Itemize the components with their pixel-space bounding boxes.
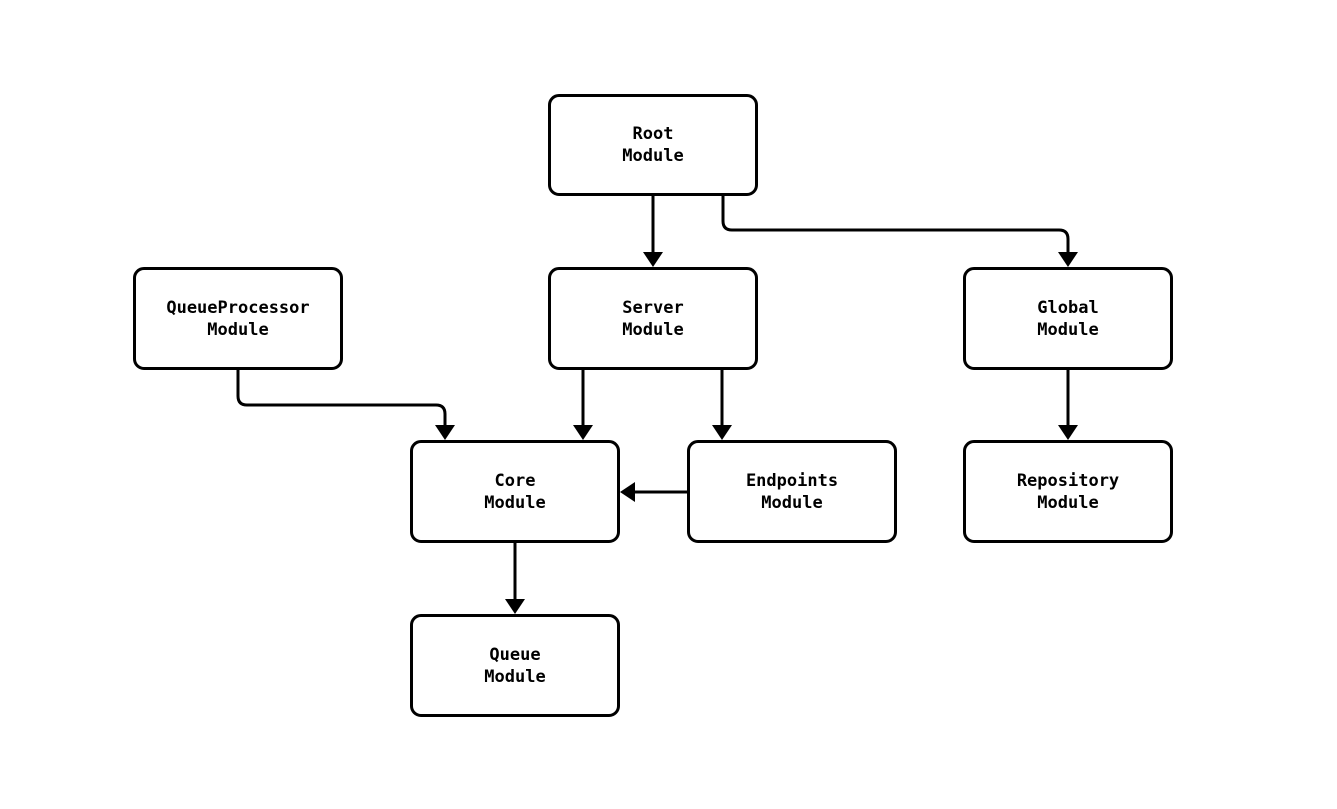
edge-root-to-global xyxy=(721,196,1078,267)
edge-endpoints-to-core xyxy=(620,482,687,502)
node-label-secondary: Module xyxy=(484,666,546,687)
node-label-secondary: Module xyxy=(484,492,546,513)
node-label-secondary: Module xyxy=(207,319,269,340)
node-label-secondary: Module xyxy=(1037,319,1099,340)
node-label-primary: Server xyxy=(622,297,684,318)
node-label-primary: QueueProcessor xyxy=(166,297,310,318)
edge-line xyxy=(236,370,447,425)
node-label-primary: Endpoints xyxy=(745,470,839,491)
arrowhead xyxy=(620,482,635,502)
edge-core-to-queue xyxy=(505,543,525,614)
node-label-primary: Queue xyxy=(489,644,541,665)
node-label-primary: Repository xyxy=(1016,470,1120,491)
arrowhead xyxy=(643,252,663,267)
node-label-primary: Global xyxy=(1037,297,1099,318)
node-label-primary: Core xyxy=(494,470,536,491)
arrowhead xyxy=(435,425,455,440)
edge-server-to-core xyxy=(573,370,593,440)
node-label-primary: Root xyxy=(632,124,674,144)
arrowhead xyxy=(1058,425,1078,440)
edge-root-to-server xyxy=(643,196,663,267)
arrowhead xyxy=(573,425,593,440)
arrowhead xyxy=(1058,252,1078,267)
arrowhead xyxy=(712,425,732,440)
node-label-secondary: Module xyxy=(622,319,684,340)
node-label-secondary: Module xyxy=(761,492,823,513)
node-label-secondary: Module xyxy=(622,146,684,166)
edge-line xyxy=(721,196,1070,252)
edge-server-to-endpoints xyxy=(712,370,732,440)
edge-global-to-repository xyxy=(1058,370,1078,440)
arrowhead xyxy=(505,599,525,614)
edge-queueprocessor-to-core xyxy=(236,370,455,440)
node-label-secondary: Module xyxy=(1037,492,1099,513)
